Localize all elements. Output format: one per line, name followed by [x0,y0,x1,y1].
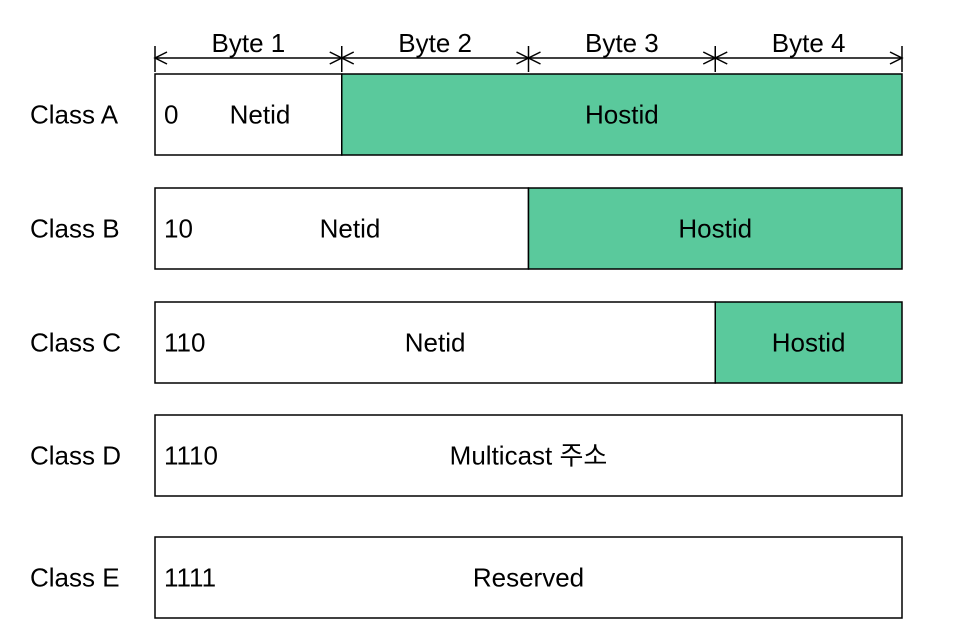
class-label: Class B [30,214,120,244]
class-row: Class E 1111 Reserved [30,536,903,619]
class-label: Class A [30,100,119,130]
netid-field [154,536,903,619]
hostid-field [527,187,903,270]
segment-label: Netid [405,328,466,358]
class-label: Class E [30,563,120,593]
class-row: Class C 110 Netid Hostid [30,301,903,384]
arrow-left-icon [340,51,355,65]
netid-field [154,187,530,270]
segment-label: Netid [230,100,291,130]
segment-label: Netid [320,214,381,244]
arrow-left-icon [713,51,728,65]
byte-label: Byte 1 [212,28,286,58]
class-prefix-bits: 0 [164,100,178,130]
arrow-left-icon [526,51,541,65]
class-label: Class C [30,328,121,358]
class-label: Class D [30,441,121,471]
byte-label: Byte 3 [585,28,659,58]
class-row: Class D 1110 Multicast 주소 [30,414,903,497]
netid-field [154,414,903,497]
class-prefix-bits: 110 [164,328,205,358]
arrow-left-icon [153,51,168,65]
byte-label: Byte 4 [772,28,846,58]
byte-label: Byte 2 [398,28,472,58]
segment-label: Multicast 주소 [450,441,608,471]
class-prefix-bits: 1110 [164,441,218,471]
segment-label: Hostid [585,100,659,130]
netid-field [154,73,343,156]
segment-label: Hostid [678,214,752,244]
byte-header: Byte 1 Byte 2 Byte 3 Byte 4 [153,28,904,72]
segment-label: Reserved [473,563,584,593]
class-row: Class B 10 Netid Hostid [30,187,903,270]
class-row: Class A 0 Netid Hostid [30,73,903,156]
hostid-field [714,301,903,384]
class-prefix-bits: 10 [164,214,193,244]
class-prefix-bits: 1111 [164,563,216,593]
arrow-right-icon [889,51,904,65]
segment-label: Hostid [772,328,846,358]
hostid-field [341,73,903,156]
